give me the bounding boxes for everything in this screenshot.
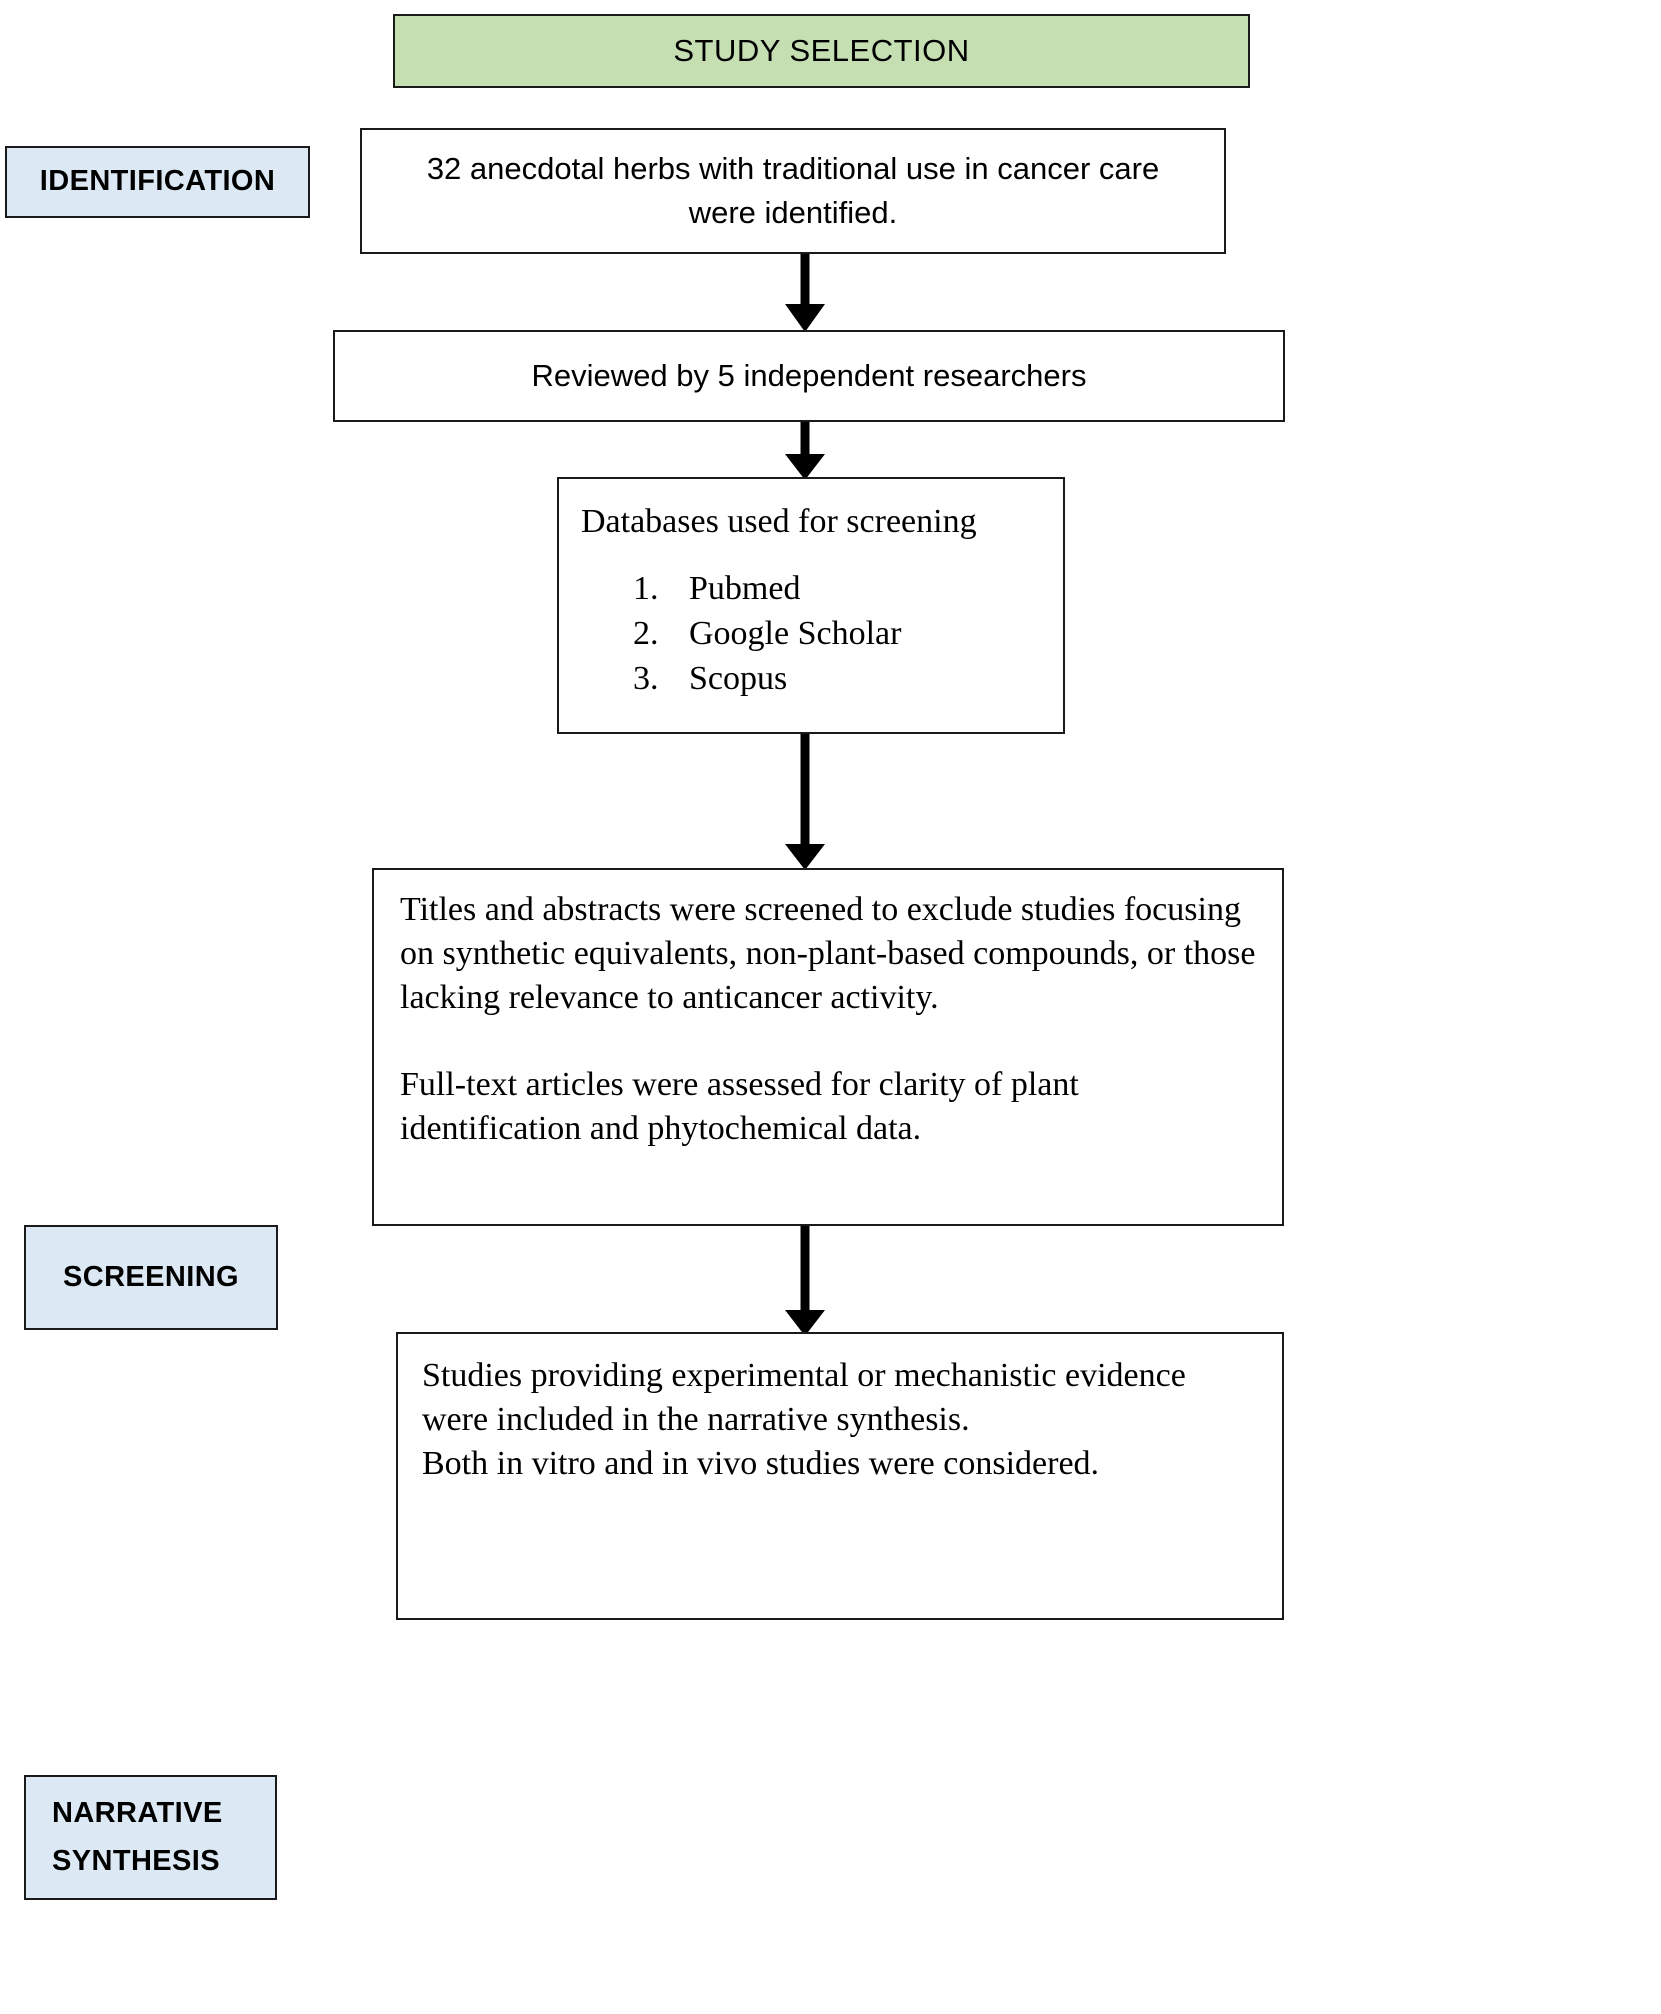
- box-screening-paragraph-2: Full-text articles were assessed for cla…: [400, 1065, 1079, 1147]
- stage-label-screening-text: SCREENING: [62, 1260, 239, 1293]
- study-selection-banner: STUDY SELECTION: [393, 14, 1250, 88]
- down-arrow-icon-screening-to-narrative: [785, 1226, 825, 1336]
- box-reviewed-by-researchers: Reviewed by 5 independent researchers: [333, 330, 1285, 422]
- list-item: Scopus: [667, 657, 1063, 702]
- box-screening-criteria: Titles and abstracts were screened to ex…: [372, 868, 1284, 1226]
- box-narrative-synthesis: Studies providing experimental or mechan…: [396, 1332, 1284, 1620]
- down-arrow-icon-databases-to-screening: [785, 734, 825, 870]
- box-herbs-identified-text: 32 anecdotal herbs with traditional use …: [426, 150, 1160, 230]
- stage-label-narrative-line-2: SYNTHESIS: [52, 1844, 220, 1877]
- study-selection-title: STUDY SELECTION: [673, 33, 970, 68]
- box-narrative-line-1: Studies providing experimental or mechan…: [422, 1357, 1186, 1439]
- box-databases-used: Databases used for screening Pubmed Goog…: [557, 477, 1065, 734]
- stage-label-identification-text: IDENTIFICATION: [39, 165, 276, 198]
- list-item: Pubmed: [667, 567, 1063, 612]
- down-arrow-icon-identified-to-reviewed: [785, 254, 825, 332]
- box-reviewed-by-researchers-text: Reviewed by 5 independent researchers: [531, 357, 1087, 393]
- down-arrow-icon-reviewed-to-databases: [785, 422, 825, 480]
- box-herbs-identified: 32 anecdotal herbs with traditional use …: [360, 128, 1226, 254]
- stage-label-narrative-synthesis: NARRATIVE SYNTHESIS: [24, 1775, 277, 1900]
- box-narrative-line-2: Both in vitro and in vivo studies were c…: [422, 1445, 1100, 1483]
- stage-label-identification: IDENTIFICATION: [5, 146, 310, 218]
- box-databases-title: Databases used for screening: [581, 503, 977, 540]
- box-screening-paragraph-1: Titles and abstracts were screened to ex…: [400, 891, 1256, 1017]
- databases-list: Pubmed Google Scholar Scopus: [559, 567, 1063, 702]
- stage-label-narrative-line-1: NARRATIVE: [52, 1796, 223, 1829]
- stage-label-screening: SCREENING: [24, 1225, 278, 1330]
- list-item: Google Scholar: [667, 612, 1063, 657]
